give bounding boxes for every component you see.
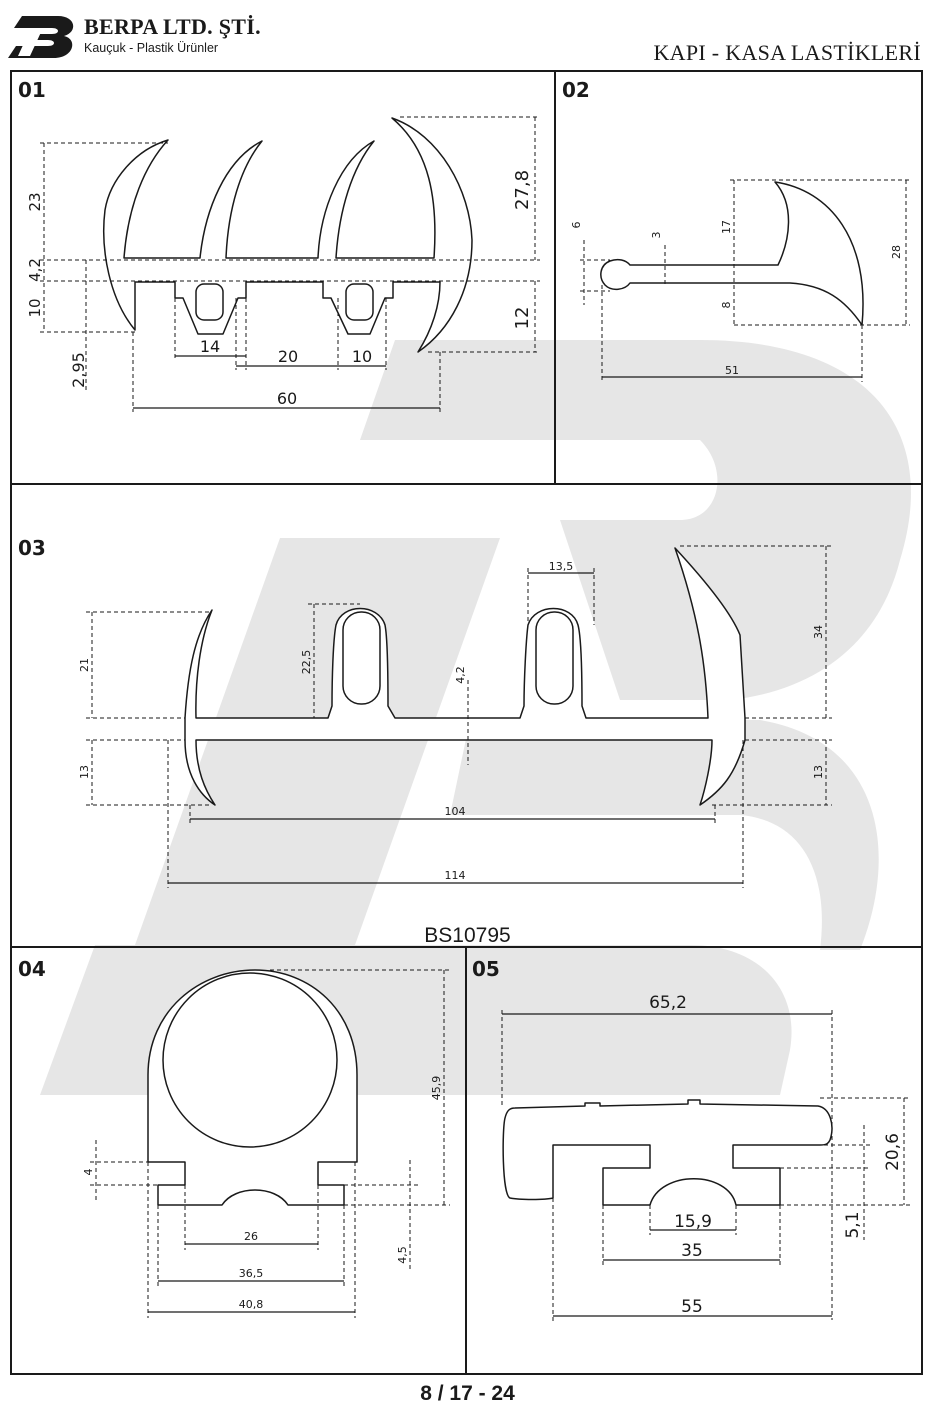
dim-01-10b: 10 xyxy=(352,347,372,366)
dim-04-36-5: 36,5 xyxy=(239,1267,264,1280)
berpa-logo-icon xyxy=(8,16,74,58)
dim-02-3: 3 xyxy=(650,232,663,239)
dim-01-4-2: 4,2 xyxy=(26,258,44,282)
dim-05-65-2: 65,2 xyxy=(649,993,687,1013)
dim-04-45-9: 45,9 xyxy=(430,1076,443,1101)
page-number: 8 / 17 - 24 xyxy=(420,1382,515,1405)
dim-03-13-right: 13 xyxy=(812,765,825,779)
profile-number-03: 03 xyxy=(18,536,46,560)
catalog-title: KAPI - KASA LASTİKLERİ xyxy=(653,40,921,65)
dim-03-104: 104 xyxy=(445,805,466,818)
dim-01-10: 10 xyxy=(26,298,44,317)
dim-01-23: 23 xyxy=(26,192,44,211)
dim-01-14: 14 xyxy=(200,337,220,356)
dim-03-22-5: 22,5 xyxy=(300,650,313,675)
dim-03-4-2: 4,2 xyxy=(454,666,467,684)
dim-03-13-5: 13,5 xyxy=(549,560,574,573)
dim-02-17: 17 xyxy=(720,220,733,234)
profile-number-05: 05 xyxy=(472,957,500,981)
profile-02-drawing: 6 3 17 28 8 51 xyxy=(570,179,910,382)
dim-04-26: 26 xyxy=(244,1230,258,1243)
dim-03-34: 34 xyxy=(812,625,825,639)
divider-row1 xyxy=(10,483,923,485)
profile-05-drawing: 65,2 20,6 5,1 15,9 35 55 xyxy=(501,993,910,1322)
dim-05-35: 35 xyxy=(681,1241,703,1261)
dim-01-20: 20 xyxy=(278,347,298,366)
dim-02-6: 6 xyxy=(570,222,583,229)
company-subtitle: Kauçuk - Plastik Ürünler xyxy=(84,41,219,55)
profile-04-drawing: 45,9 4 4,5 26 36,5 40,8 xyxy=(82,969,450,1318)
dim-02-28: 28 xyxy=(890,245,903,259)
dim-04-4-5: 4,5 xyxy=(396,1246,409,1264)
dim-03-114: 114 xyxy=(445,869,466,882)
dim-02-8: 8 xyxy=(720,302,733,309)
profile-number-04: 04 xyxy=(18,957,46,981)
dim-05-15-9: 15,9 xyxy=(674,1212,712,1232)
dim-01-27-8: 27,8 xyxy=(512,170,533,210)
profile-01-shape xyxy=(103,117,473,353)
company-name: BERPA LTD. ŞTİ. xyxy=(84,14,261,39)
dim-03-13-left: 13 xyxy=(78,765,91,779)
profile-number-01: 01 xyxy=(18,78,46,102)
dim-03-21: 21 xyxy=(78,658,91,672)
profile-number-02: 02 xyxy=(562,78,590,102)
dim-01-60: 60 xyxy=(277,389,297,408)
profile-03-code: BS10795 xyxy=(424,924,511,947)
dim-02-51: 51 xyxy=(725,364,739,377)
divider-col-bottom xyxy=(465,946,467,1375)
dim-05-55: 55 xyxy=(681,1297,703,1317)
profile-01-drawing: 23 4,2 10 27,8 12 14 20 10 2,95 60 xyxy=(26,116,540,412)
dim-05-20-6: 20,6 xyxy=(883,1133,903,1171)
dim-04-4: 4 xyxy=(82,1169,95,1176)
dim-01-2-95: 2,95 xyxy=(69,352,88,388)
dim-05-5-1: 5,1 xyxy=(843,1211,863,1238)
dim-04-40-8: 40,8 xyxy=(239,1298,264,1311)
dim-01-12: 12 xyxy=(512,307,533,330)
divider-col-top xyxy=(554,70,556,484)
profile-03-drawing: 21 22,5 13,5 4,2 34 13 104 13 114 xyxy=(78,545,832,888)
